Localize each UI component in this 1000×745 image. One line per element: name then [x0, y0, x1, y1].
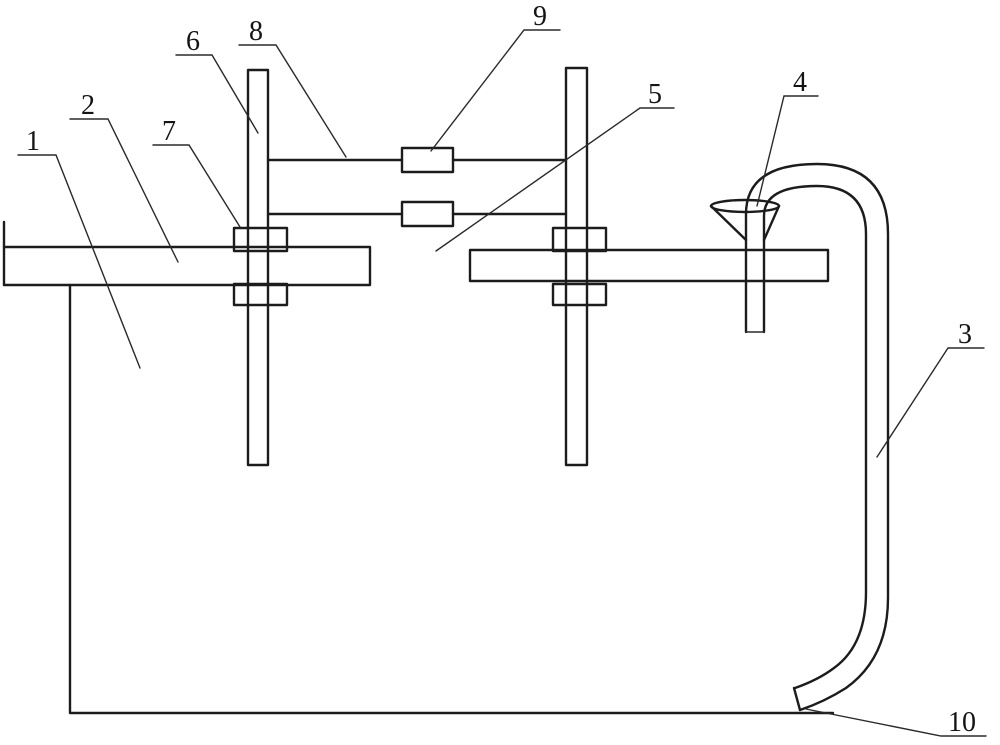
left-rod-lower-clamp [232, 282, 289, 307]
leader-9 [430, 29, 561, 152]
part-labels: 1 2 3 4 5 6 7 8 9 10 [26, 1, 976, 738]
right-rod-lower-clamp [551, 282, 608, 307]
funnel [709, 198, 781, 242]
part-label-3: 3 [958, 319, 972, 350]
part-label-2: 2 [81, 90, 95, 121]
right-rod [564, 66, 589, 467]
left-rod-upper-clamp [232, 226, 289, 253]
leader-7 [152, 144, 241, 228]
siphon-inner-wall [762, 184, 868, 690]
siphon-bottom-opening [792, 686, 802, 712]
lower-inline-element [400, 200, 455, 228]
part-label-7: 7 [162, 116, 176, 147]
leader-2 [69, 118, 179, 263]
leader-lines [17, 29, 987, 737]
leader-4 [756, 95, 819, 207]
part-label-10: 10 [948, 707, 976, 738]
leader-1 [17, 154, 141, 369]
part-label-1: 1 [26, 126, 40, 157]
part-label-9: 9 [533, 1, 547, 32]
left-rod [246, 68, 270, 467]
tank-outline [68, 283, 835, 715]
leader-6 [175, 54, 259, 134]
funnel-mouth [709, 198, 781, 214]
part-label-6: 6 [186, 26, 200, 57]
electrode-rods [246, 66, 589, 467]
upper-inline-element [400, 146, 455, 174]
leader-8 [238, 44, 347, 158]
connecting-wires [266, 146, 568, 228]
right-support-plate [468, 248, 830, 283]
left-support-plate [2, 245, 372, 287]
part-label-5: 5 [648, 79, 662, 110]
right-rod-upper-clamp [551, 226, 608, 253]
part-label-4: 4 [793, 67, 807, 98]
part-label-8: 8 [249, 16, 263, 47]
siphon-outer-wall [744, 162, 890, 712]
leader-3 [876, 347, 985, 458]
leader-5 [435, 107, 675, 252]
leader-10 [805, 708, 987, 737]
clamp-blocks [232, 226, 608, 307]
siphon-tube [744, 162, 890, 712]
funnel-body [709, 204, 781, 242]
tank-body [2, 220, 835, 715]
